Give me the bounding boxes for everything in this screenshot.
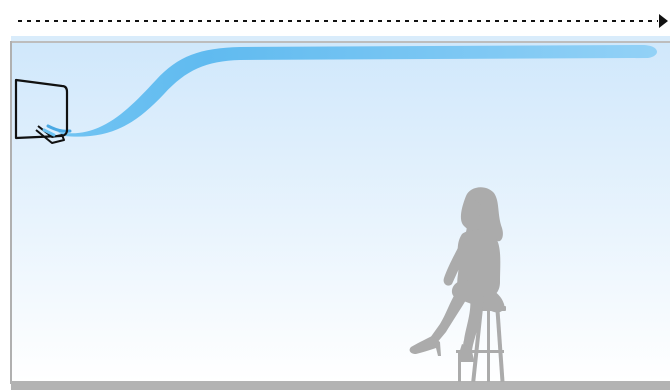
room (11, 36, 670, 390)
direction-arrow (18, 14, 668, 28)
arrow-head-icon (659, 14, 668, 28)
stool-leg-back (487, 310, 490, 382)
room-background (11, 36, 670, 382)
floor (11, 381, 670, 390)
